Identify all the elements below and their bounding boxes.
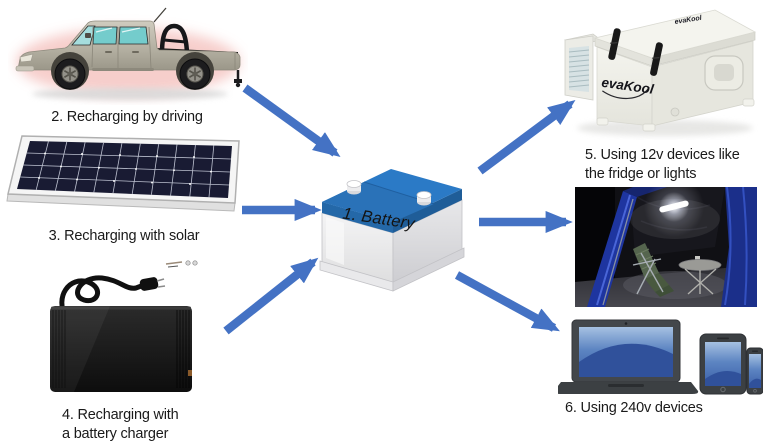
fridge-label: 5. Using 12v devices like the fridge or …	[585, 147, 740, 182]
camp-table	[678, 256, 722, 295]
charger-label: 4. Recharging with a battery charger	[62, 407, 179, 442]
pickup-truck-illustration	[15, 7, 242, 100]
tablet	[699, 333, 747, 395]
lid-latch	[608, 28, 621, 60]
tent-interior-photo	[575, 187, 757, 307]
front-wheel	[54, 58, 86, 90]
power-cord	[59, 275, 166, 321]
led-light	[630, 187, 720, 239]
camp-chair	[632, 243, 674, 297]
fridge-brand-front-logo: evaKool	[601, 75, 655, 100]
laptop	[558, 319, 699, 394]
laptop-tablet-phone-illustration	[558, 319, 763, 395]
arrow-truck-to-battery	[242, 84, 341, 157]
compressor-housing	[564, 33, 602, 101]
fridge-brand-front-text: evaKool	[601, 75, 655, 97]
truck-label: 2. Recharging by driving	[51, 109, 203, 125]
smartphone	[746, 347, 763, 395]
arrow-battery-to-devices	[454, 271, 560, 332]
spare-fuse-parts	[165, 260, 198, 268]
arrow-charger-to-battery	[223, 257, 319, 335]
tow-bar	[234, 70, 242, 88]
battery-terminal	[416, 191, 432, 206]
fridge-handle	[704, 55, 744, 91]
fridge-brand-lid-text: evaKool	[674, 15, 703, 26]
car-battery-illustration	[319, 169, 465, 292]
battery-charger-illustration	[50, 260, 198, 392]
devices-label: 6. Using 240v devices	[565, 400, 703, 416]
lid-latch	[650, 42, 663, 76]
evakool-fridge-illustration: evaKool evaKool	[564, 9, 757, 136]
battery-terminal	[346, 180, 362, 195]
rear-wheel	[179, 58, 211, 90]
solar-panel-illustration	[6, 135, 240, 212]
solar-label: 3. Recharging with solar	[48, 228, 200, 244]
